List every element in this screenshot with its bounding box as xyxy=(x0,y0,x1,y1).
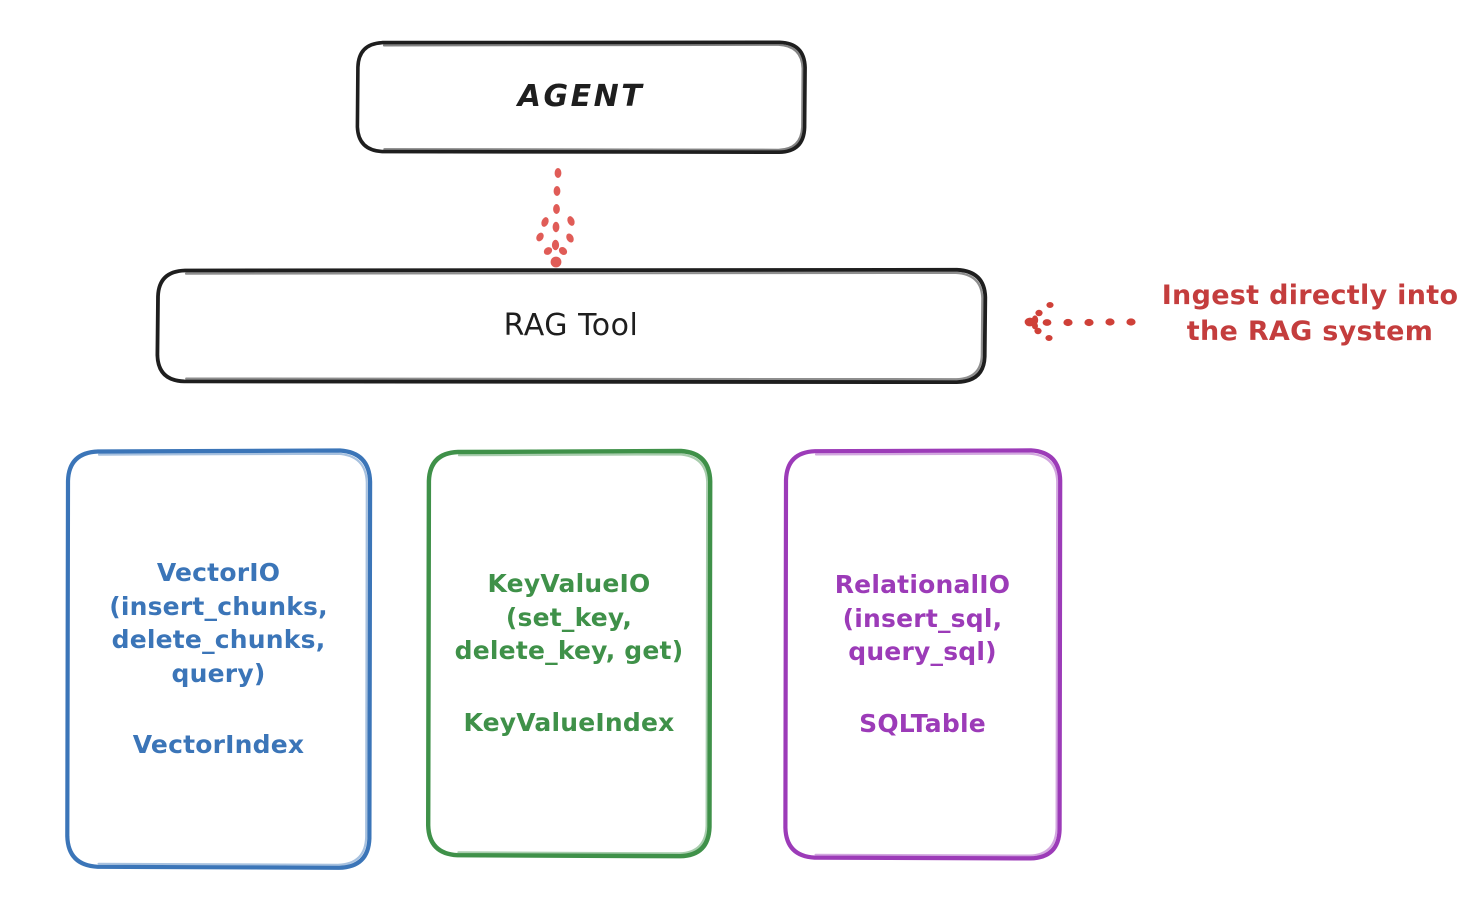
agent-node-label: AGENT xyxy=(517,78,645,114)
agent-to-rag-arrow xyxy=(536,168,575,268)
relational-io-index-text: SQLTable xyxy=(859,708,986,738)
vector-io-index-text: VectorIndex xyxy=(132,730,305,760)
key-value-io-node-shape[interactable] xyxy=(426,448,713,859)
vector-io-node-label: VectorIO (insert_chunks, delete_chunks, … xyxy=(67,450,370,868)
ingest-annotation-text: Ingest directly into the RAG system xyxy=(1161,280,1459,347)
vector-io-api-text: VectorIO (insert_chunks, delete_chunks, … xyxy=(109,558,328,688)
vector-io-node-shape[interactable] xyxy=(65,448,373,870)
key-value-io-node-label: KeyValueIO (set_key, delete_key, get) Ke… xyxy=(428,450,710,856)
relational-io-node-shape[interactable] xyxy=(783,448,1063,861)
rag-tool-node-label: RAG Tool xyxy=(503,307,639,343)
rag-tool-node-shape[interactable] xyxy=(155,267,988,384)
relational-io-node-label: RelationalIO (insert_sql, query_sql) SQL… xyxy=(785,450,1060,858)
ingest-arrow xyxy=(1024,302,1136,341)
agent-node-shape[interactable] xyxy=(355,40,807,154)
relational-io-api-text: RelationalIO (insert_sql, query_sql) xyxy=(834,570,1011,666)
key-value-io-api-text: KeyValueIO (set_key, delete_key, get) xyxy=(454,569,684,665)
key-value-io-index-text: KeyValueIndex xyxy=(463,707,675,737)
